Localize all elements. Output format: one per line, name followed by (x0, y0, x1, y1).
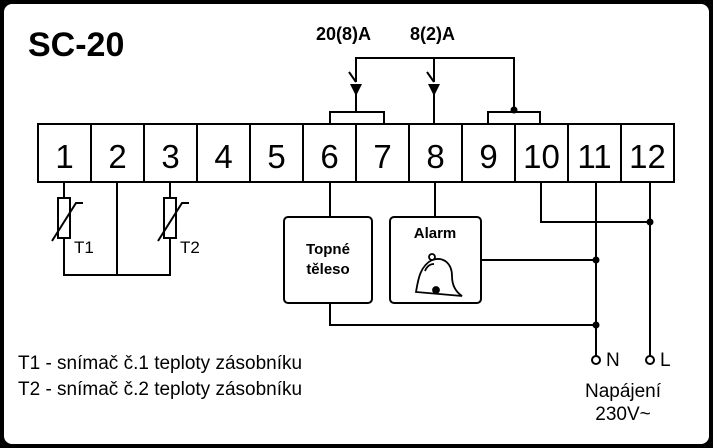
sensor-t2-symbol (157, 202, 189, 242)
terminal-5: 5 (267, 138, 285, 175)
alarm-label: Alarm (414, 225, 457, 242)
terminal-8: 8 (426, 138, 444, 175)
junction-dots (592, 218, 654, 329)
relay-contacts (350, 84, 518, 114)
relay-wiring (329, 57, 541, 124)
terminal-10: 10 (523, 138, 560, 175)
terminal-strip: 1 2 3 4 5 6 7 8 9 10 11 12 (37, 123, 675, 183)
heater-label-line1: Topné (306, 241, 350, 258)
supply-n-label: N (606, 350, 620, 371)
sensor-t2-label: T2 (180, 238, 200, 257)
relay2-switch (426, 71, 435, 83)
heater-label-line2: těleso (306, 261, 349, 278)
legend-line-2: T2 - snímač č.2 teploty zásobníku (18, 379, 302, 400)
terminal-6: 6 (320, 138, 338, 175)
sensor-t1-label: T1 (74, 238, 94, 257)
terminal-4: 4 (214, 138, 232, 175)
terminal-7: 7 (373, 138, 391, 175)
terminal-3: 3 (161, 138, 179, 175)
alarm-box: Alarm (389, 216, 482, 304)
device-title: SC-20 (28, 26, 124, 64)
supply-l-terminal (645, 355, 655, 365)
heater-box: Topné těleso (283, 216, 373, 304)
sensor-wiring (57, 182, 177, 276)
sensor-t1-symbol (51, 202, 83, 242)
supply-terminals (591, 355, 655, 365)
relay2-rating: 8(2)A (410, 24, 455, 44)
terminal-1: 1 (55, 138, 73, 175)
terminal-2: 2 (108, 138, 126, 175)
supply-n-terminal (591, 355, 601, 365)
relay1-rating: 20(8)A (316, 24, 371, 44)
supply-label-line2: 230V~ (595, 404, 650, 425)
terminal-9: 9 (479, 138, 497, 175)
relay1-switch (348, 71, 357, 83)
terminal-11: 11 (577, 138, 611, 175)
legend-line-1: T1 - snímač č.1 teploty zásobníku (18, 353, 302, 374)
terminal-12: 12 (629, 138, 666, 175)
supply-label-line1: Napájení (585, 381, 662, 402)
supply-l-label: L (660, 350, 671, 371)
load-wiring (329, 182, 651, 356)
bell-icon (414, 253, 463, 297)
